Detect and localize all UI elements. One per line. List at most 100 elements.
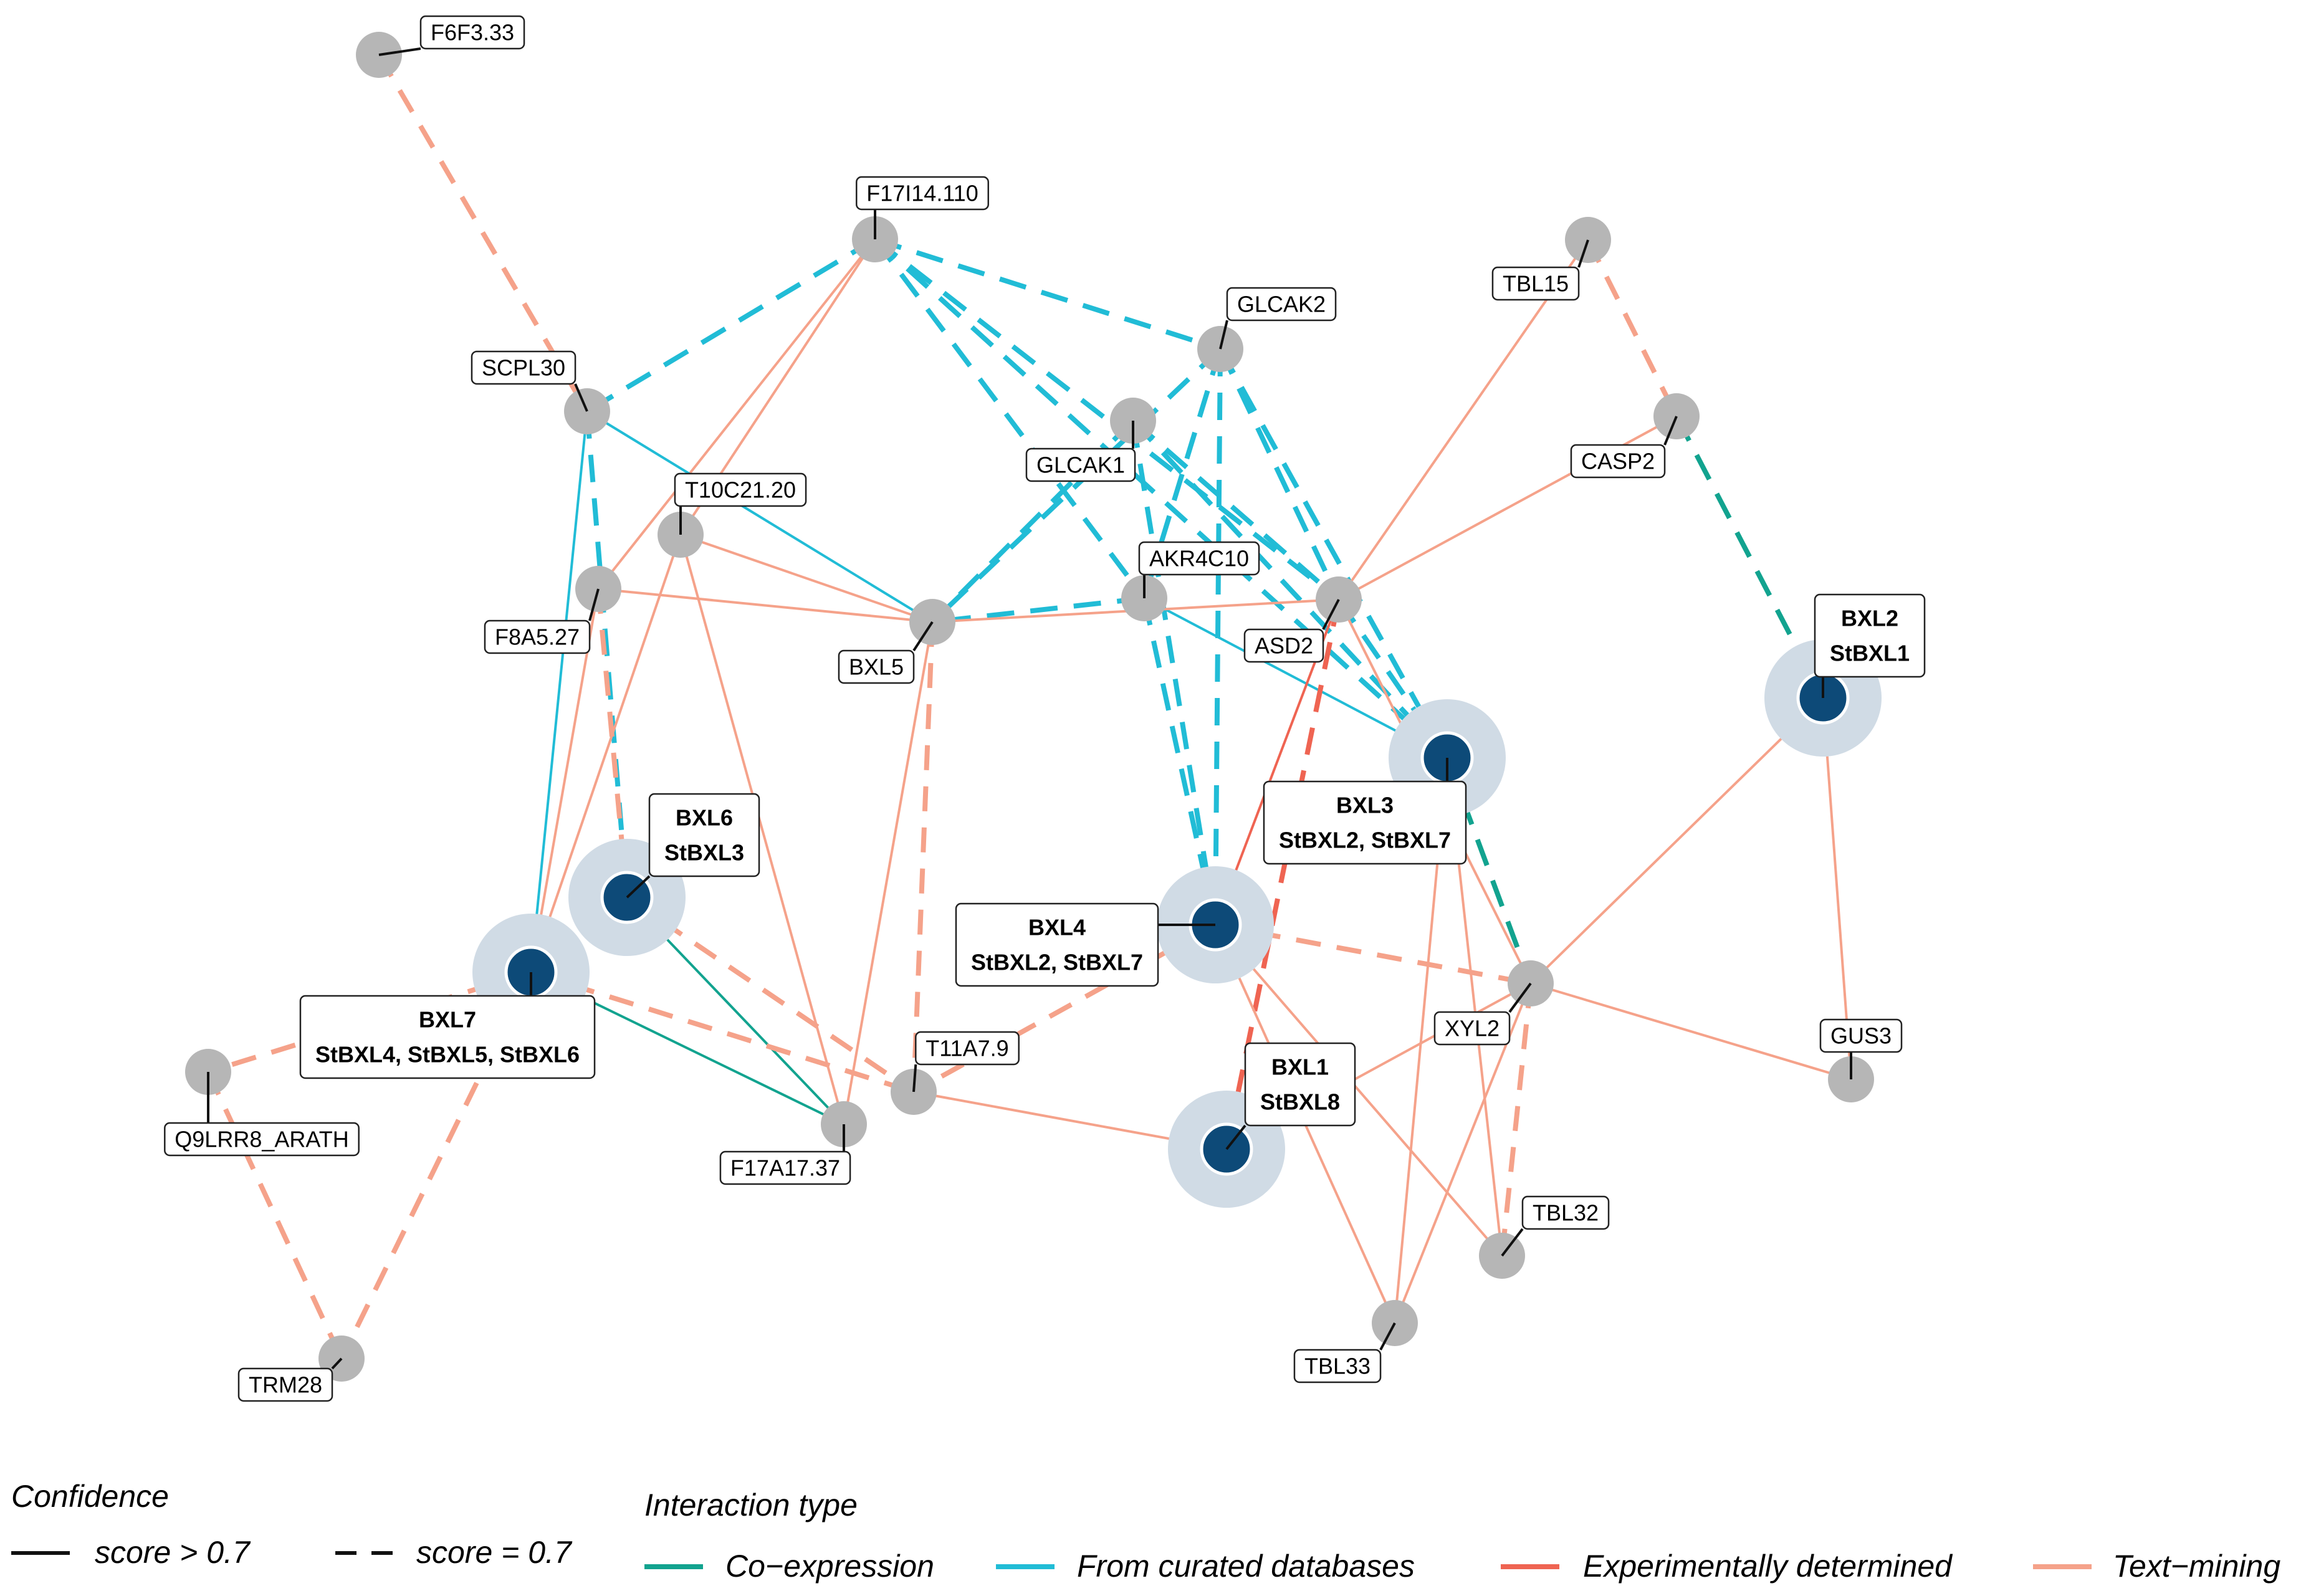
label-TBL33: TBL33 — [1293, 1322, 1396, 1383]
label-box-BXL5 — [838, 649, 915, 684]
label-box-TBL15 — [1491, 266, 1580, 301]
label-box-GLCAK2 — [1226, 287, 1337, 322]
label-TRM28: TRM28 — [237, 1357, 343, 1402]
label-AKR4C10: AKR4C10 — [1138, 541, 1260, 598]
label-box-BXL4 — [955, 902, 1159, 987]
label-TBL15: TBL15 — [1491, 239, 1589, 301]
label-box-TRM28 — [237, 1367, 333, 1402]
edge-BXL7-TRM28 — [339, 971, 533, 1360]
edge-XYL2-TBL32 — [1500, 983, 1533, 1256]
label-text-BXL6: BXL6 — [676, 805, 733, 831]
leader-BXL6 — [626, 875, 651, 899]
legend-confidence-title: Confidence — [11, 1479, 169, 1514]
edge-F17I14.110-GLCAK2 — [874, 237, 1222, 351]
label-T11A7.9: T11A7.9 — [912, 1031, 1020, 1092]
label-box-F8A5.27 — [484, 619, 591, 654]
label-text-AKR4C10: AKR4C10 — [1149, 546, 1249, 571]
edge-F17I14.110-BXL3 — [873, 237, 1449, 760]
legend-exp-label: Experimentally determined — [1583, 1549, 1953, 1584]
label-box-BXL7 — [299, 995, 596, 1079]
label-box-GLCAK1 — [1025, 447, 1136, 482]
label-text-BXL6: StBXL3 — [664, 840, 744, 866]
edge-BXL2-XYL2 — [1529, 697, 1824, 985]
label-text-BXL1: StBXL8 — [1260, 1089, 1340, 1115]
label-box-GUS3 — [1819, 1018, 1903, 1053]
leader-TBL32 — [1501, 1228, 1524, 1257]
edge-TBL15-CASP2 — [1586, 239, 1679, 418]
legend-interaction: Interaction type Co−expression From cura… — [644, 1488, 2280, 1584]
leader-CASP2 — [1663, 416, 1678, 446]
label-text-GLCAK1: GLCAK1 — [1036, 452, 1125, 478]
label-text-F17I14.110: F17I14.110 — [866, 181, 978, 206]
leader-TRM28 — [331, 1357, 343, 1370]
label-text-BXL2: StBXL1 — [1830, 641, 1910, 666]
label-T10C21.20: T10C21.20 — [674, 472, 807, 535]
leader-T11A7.9 — [912, 1064, 917, 1092]
leader-ASD2 — [1322, 599, 1340, 630]
edge-SCPL30-BXL7 — [530, 411, 588, 973]
edge-XYL2-GUS3 — [1530, 982, 1852, 1081]
label-text-BXL2: BXL2 — [1841, 606, 1898, 631]
label-CASP2: CASP2 — [1570, 416, 1678, 479]
edge-F17I14.110-SCPL30 — [585, 237, 877, 414]
label-text-BXL7: BXL7 — [419, 1007, 476, 1033]
label-ASD2: ASD2 — [1243, 599, 1340, 663]
label-text-XYL2: XYL2 — [1445, 1016, 1500, 1041]
label-box-BXL6 — [648, 793, 760, 877]
label-box-TBL33 — [1293, 1349, 1382, 1383]
label-SCPL30: SCPL30 — [471, 350, 588, 412]
label-box-BXL2 — [1814, 593, 1926, 678]
edge-ASD2-BXL3 — [1336, 598, 1450, 760]
edge-F17I14.110-ASD2 — [873, 237, 1341, 602]
label-text-GUS3: GUS3 — [1830, 1023, 1892, 1049]
label-GUS3: GUS3 — [1819, 1018, 1903, 1079]
label-text-GLCAK2: GLCAK2 — [1237, 292, 1326, 317]
nodes-layer — [185, 32, 1874, 1382]
label-text-F6F3.33: F6F3.33 — [431, 20, 514, 45]
leader-F6F3.33 — [378, 47, 421, 56]
label-F17A17.37: F17A17.37 — [719, 1124, 851, 1185]
edge-GLCAK1-ASD2 — [1131, 418, 1341, 602]
label-text-BXL1: BXL1 — [1271, 1054, 1329, 1080]
label-text-TRM28: TRM28 — [249, 1372, 322, 1398]
edge-BXL7-T11A7.9 — [530, 970, 915, 1094]
edge-F17I14.110-AKR4C10 — [873, 237, 1147, 600]
label-text-F8A5.27: F8A5.27 — [495, 624, 580, 650]
leader-BXL1 — [1225, 1124, 1246, 1150]
label-text-BXL3: BXL3 — [1336, 793, 1394, 818]
edge-BXL5-F17A17.37 — [843, 621, 934, 1125]
leader-XYL2 — [1508, 982, 1532, 1013]
legend: Confidence score > 0.7 score = 0.7 Inter… — [11, 1479, 2280, 1584]
leader-TBL33 — [1379, 1322, 1396, 1350]
label-box-TBL32 — [1521, 1195, 1610, 1230]
label-box-F6F3.33 — [419, 15, 525, 50]
edge-GLCAK2-ASD2 — [1218, 348, 1341, 601]
label-box-AKR4C10 — [1138, 541, 1260, 576]
label-text-TBL32: TBL32 — [1533, 1200, 1599, 1226]
edge-BXL5-T11A7.9 — [911, 621, 935, 1092]
edge-AKR4C10-BXL5 — [932, 596, 1145, 624]
label-box-BXL1 — [1244, 1042, 1356, 1127]
label-box-F17I14.110 — [856, 176, 989, 211]
label-text-BXL4: StBXL2, StBXL7 — [971, 950, 1143, 975]
edge-ASD2-BXL1 — [1224, 599, 1341, 1150]
label-box-T10C21.20 — [674, 472, 807, 507]
label-text-F17A17.37: F17A17.37 — [730, 1155, 840, 1181]
edge-BXL2-GUS3 — [1822, 697, 1852, 1080]
label-text-CASP2: CASP2 — [1581, 449, 1655, 474]
label-TBL32: TBL32 — [1501, 1195, 1610, 1257]
leader-F8A5.27 — [588, 588, 600, 621]
label-F17I14.110: F17I14.110 — [856, 176, 989, 239]
label-text-TBL15: TBL15 — [1503, 271, 1569, 297]
legend-interaction-title: Interaction type — [644, 1488, 858, 1522]
label-box-SCPL30 — [471, 350, 576, 385]
edge-SCPL30-BXL5 — [586, 410, 934, 623]
label-box-BXL3 — [1263, 780, 1467, 865]
label-F8A5.27: F8A5.27 — [484, 588, 600, 654]
edge-GLCAK2-BXL3 — [1218, 348, 1450, 759]
legend-dashed-label: score = 0.7 — [416, 1535, 573, 1570]
